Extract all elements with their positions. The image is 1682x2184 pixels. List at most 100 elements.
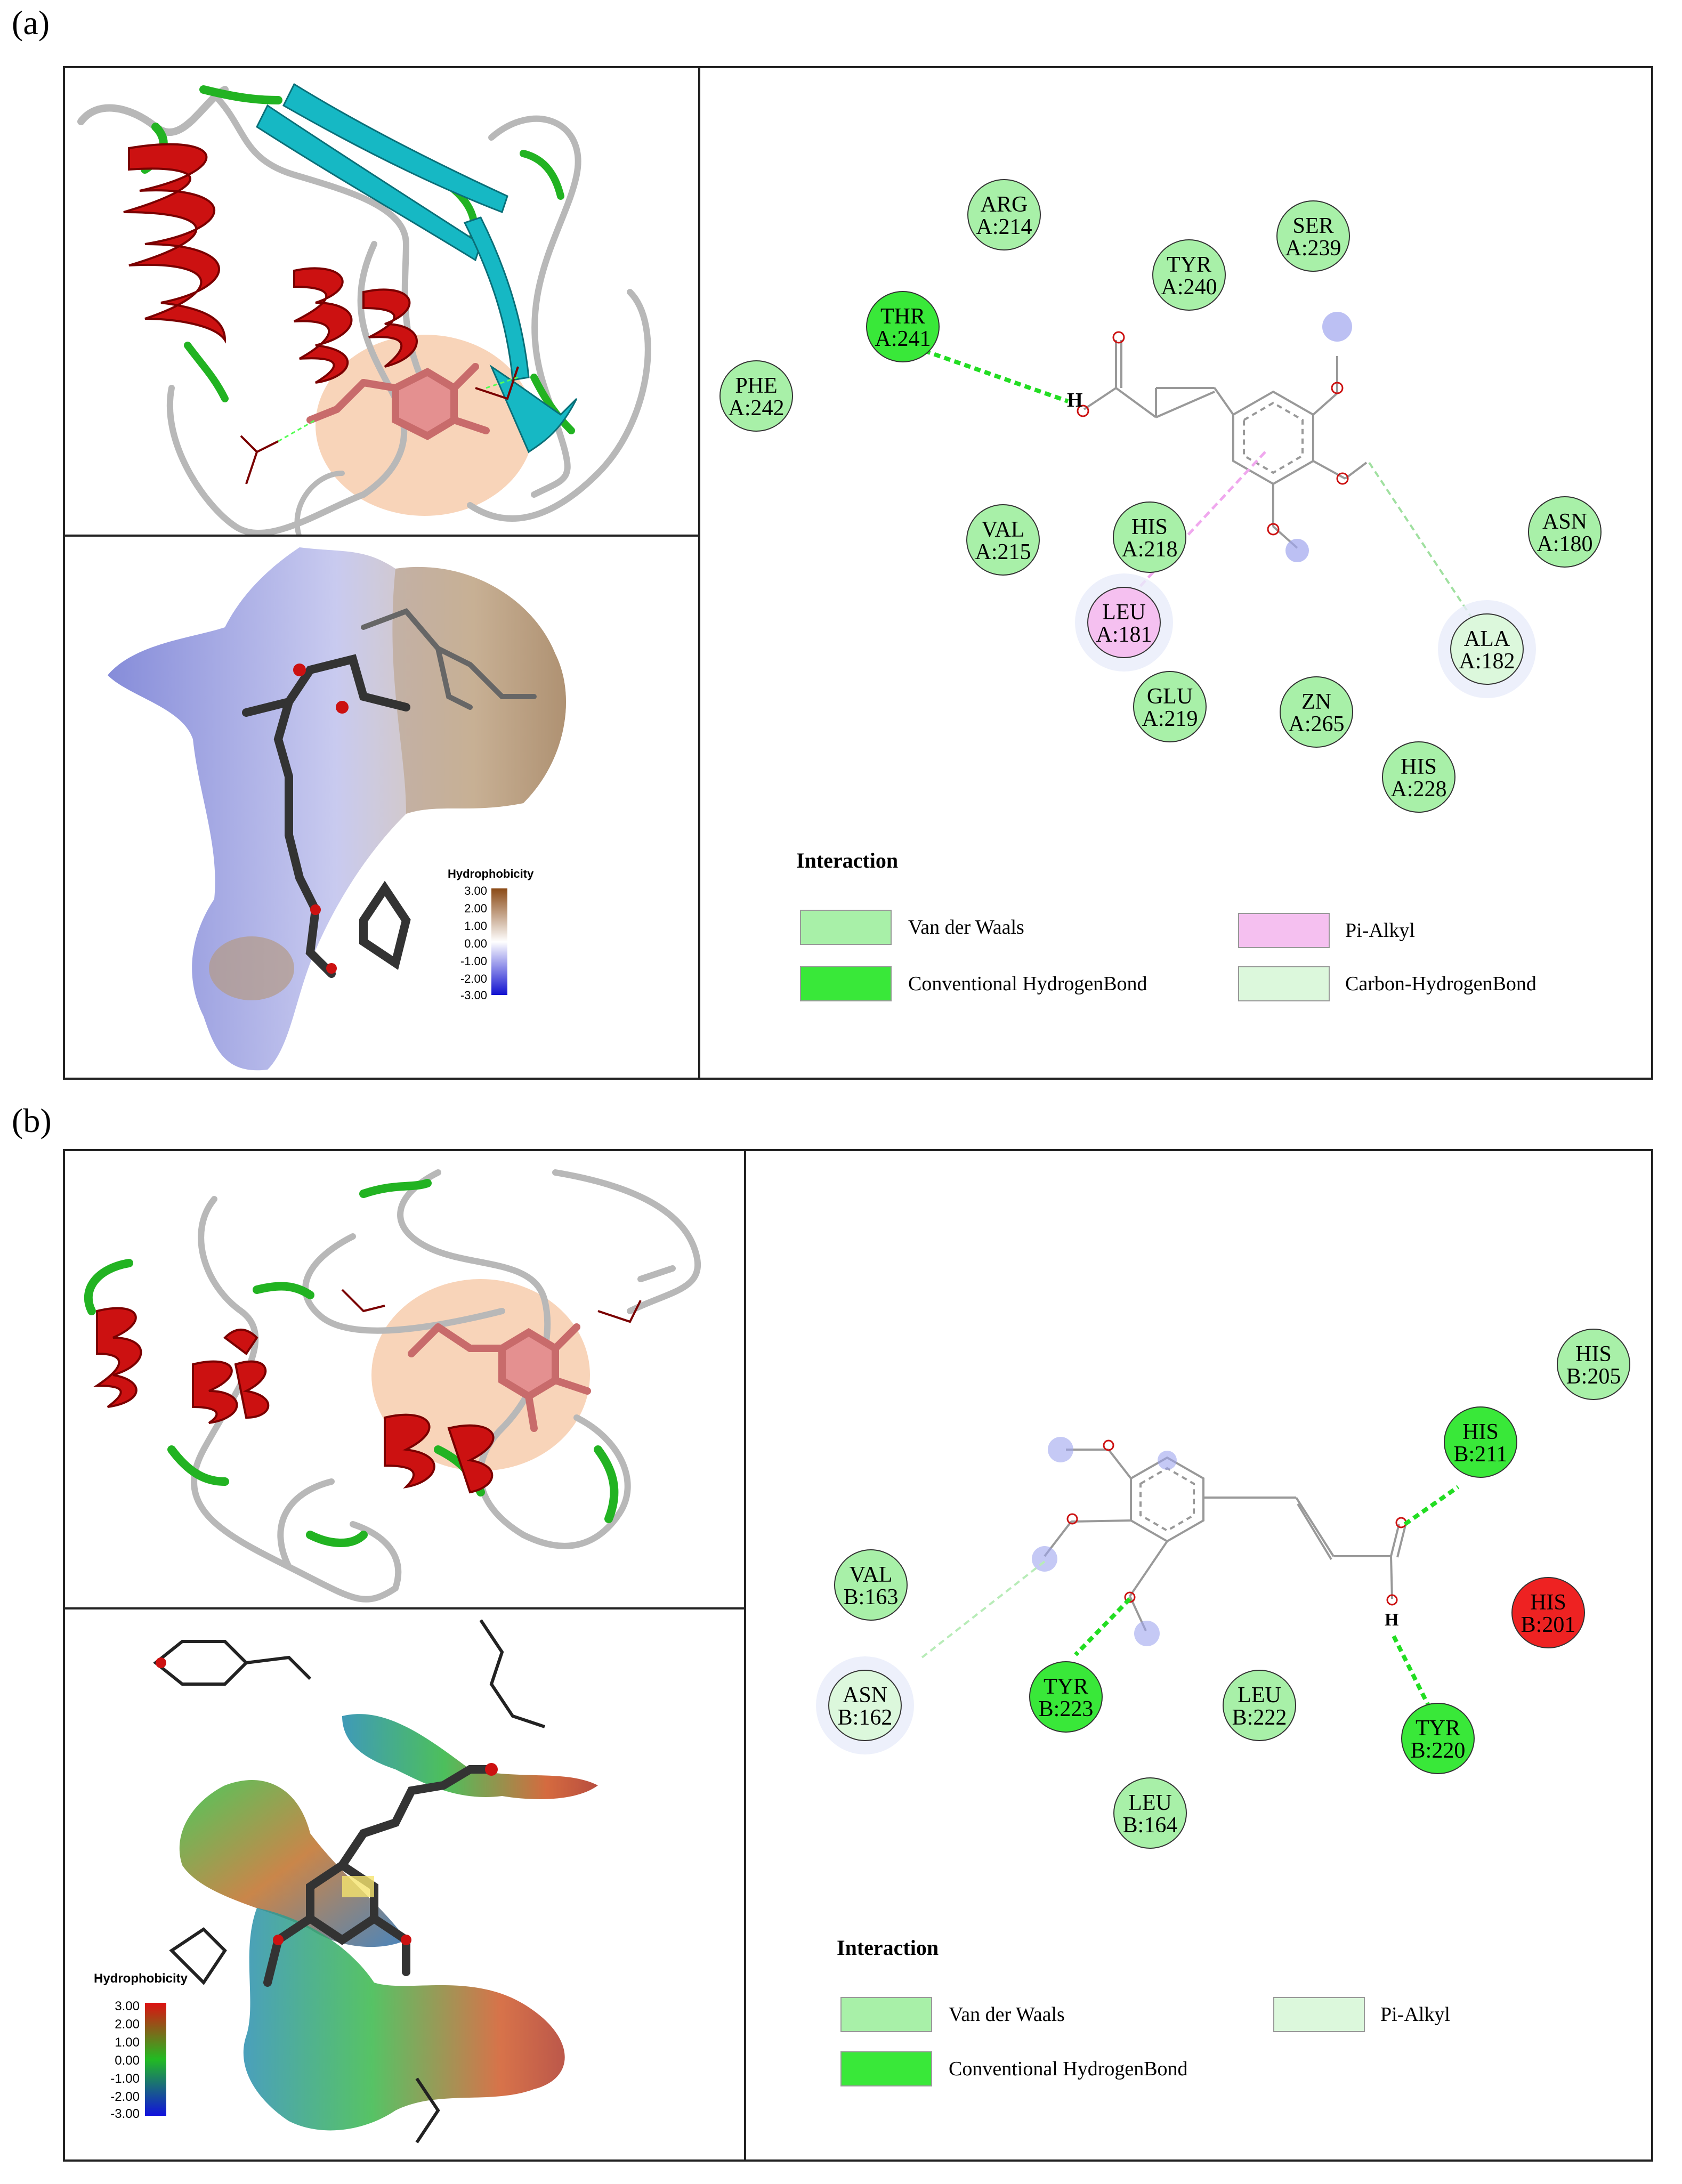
residue-id: B:201 — [1521, 1613, 1576, 1637]
hydrophobicity-surface-image: Hydrophobicity 3.00 2.00 1.00 0.00 -1.00… — [108, 547, 566, 1071]
residue-name: TYR — [1044, 1675, 1088, 1699]
residue-id: B:162 — [838, 1705, 893, 1730]
residue-name: GLU — [1147, 684, 1193, 709]
residue-id: A:242 — [729, 396, 785, 420]
residue-id: A:182 — [1459, 649, 1515, 674]
scale-tick: -2.00 — [110, 2090, 140, 2104]
residue-name: VAL — [982, 517, 1025, 542]
residue-disc — [1113, 1777, 1187, 1849]
scale-tick: -3.00 — [460, 989, 487, 1002]
residue-name: THR — [880, 304, 925, 329]
residue-name: VAL — [850, 1563, 893, 1587]
residue-name: LEU — [1128, 1791, 1172, 1815]
legend-label: Pi-Alkyl — [1380, 2003, 1450, 2026]
residue-node: ZNA:265 — [1280, 676, 1353, 748]
residue-disc — [828, 1670, 902, 1741]
residue-disc — [1113, 501, 1186, 573]
ribbon-structure-image — [84, 1169, 701, 1603]
residue-disc — [1444, 1406, 1517, 1478]
legend-title: Interaction — [837, 1936, 939, 1960]
legend-swatch-pi-alkyl — [1273, 1997, 1365, 2032]
residue-name: TYR — [1167, 253, 1211, 277]
residue-name: HIS — [1401, 755, 1437, 779]
residue-id: A:218 — [1122, 537, 1178, 562]
residue-disc — [1280, 676, 1353, 748]
residue-name: PHE — [735, 374, 777, 398]
residue-name: HIS — [1575, 1342, 1612, 1366]
legend-label: Carbon-HydrogenBond — [1345, 973, 1537, 995]
residue-disc — [1511, 1577, 1585, 1648]
legend-label: Van der Waals — [949, 2003, 1065, 2026]
residue-disc — [1223, 1670, 1296, 1741]
legend-swatch-vdw — [800, 910, 892, 945]
residue-disc — [1133, 671, 1207, 742]
hydrophobicity-scale-title: Hydrophobicity — [448, 867, 534, 880]
hydrophobicity-surface-image: Hydrophobicity 3.00 2.00 1.00 0.00 -1.00… — [94, 1619, 598, 2143]
residue-disc — [866, 291, 940, 362]
scale-tick: -2.00 — [460, 972, 487, 985]
legend-title: Interaction — [796, 848, 898, 872]
residue-id: B:163 — [844, 1585, 899, 1609]
residue-disc — [1029, 1661, 1103, 1733]
scale-tick: -3.00 — [110, 2107, 140, 2121]
residue-id: A:214 — [976, 215, 1032, 239]
legend-label: Van der Waals — [908, 916, 1024, 939]
scale-tick: 0.00 — [115, 2053, 140, 2068]
scale-tick: 1.00 — [115, 2035, 140, 2050]
panel-a-label: (a) — [12, 4, 50, 42]
residue-name: HIS — [1462, 1420, 1499, 1444]
hydrophobicity-scale-title: Hydrophobicity — [94, 1971, 188, 1986]
residue-name: ASN — [1542, 509, 1587, 534]
legend-label: Conventional HydrogenBond — [949, 2058, 1188, 2080]
legend-label: Pi-Alkyl — [1345, 919, 1415, 942]
residue-id: A:240 — [1161, 275, 1217, 300]
residue-id: A:241 — [875, 327, 931, 351]
legend-swatch-pi-alkyl — [1238, 913, 1330, 948]
residue-id: A:219 — [1142, 707, 1198, 731]
scale-tick: 3.00 — [464, 884, 487, 897]
residue-name: SER — [1292, 214, 1333, 238]
residue-disc — [966, 504, 1040, 576]
residue-disc — [1087, 587, 1161, 658]
residue-id: A:215 — [975, 540, 1031, 564]
residue-id: A:239 — [1285, 236, 1341, 261]
scale-tick: 2.00 — [115, 2017, 140, 2032]
residue-name: LEU — [1238, 1683, 1281, 1708]
residue-disc — [719, 360, 793, 432]
residue-id: A:265 — [1289, 712, 1345, 737]
residue-name: ZN — [1301, 690, 1331, 714]
residue-disc — [1152, 239, 1226, 311]
residue-name: HIS — [1530, 1590, 1566, 1615]
panel-a-ribbon-view — [63, 66, 700, 537]
residue-disc — [967, 179, 1041, 250]
hydrogen-atom-label: H — [1067, 389, 1083, 411]
scale-tick: 0.00 — [464, 937, 487, 950]
scale-tick: -1.00 — [460, 955, 487, 968]
legend-label: Conventional HydrogenBond — [908, 973, 1147, 995]
residue-disc — [834, 1549, 908, 1621]
residue-name: TYR — [1416, 1716, 1460, 1741]
residue-disc — [1276, 200, 1350, 272]
scale-tick: 2.00 — [464, 902, 487, 915]
residue-disc — [1450, 613, 1524, 685]
residue-name: LEU — [1102, 600, 1146, 625]
